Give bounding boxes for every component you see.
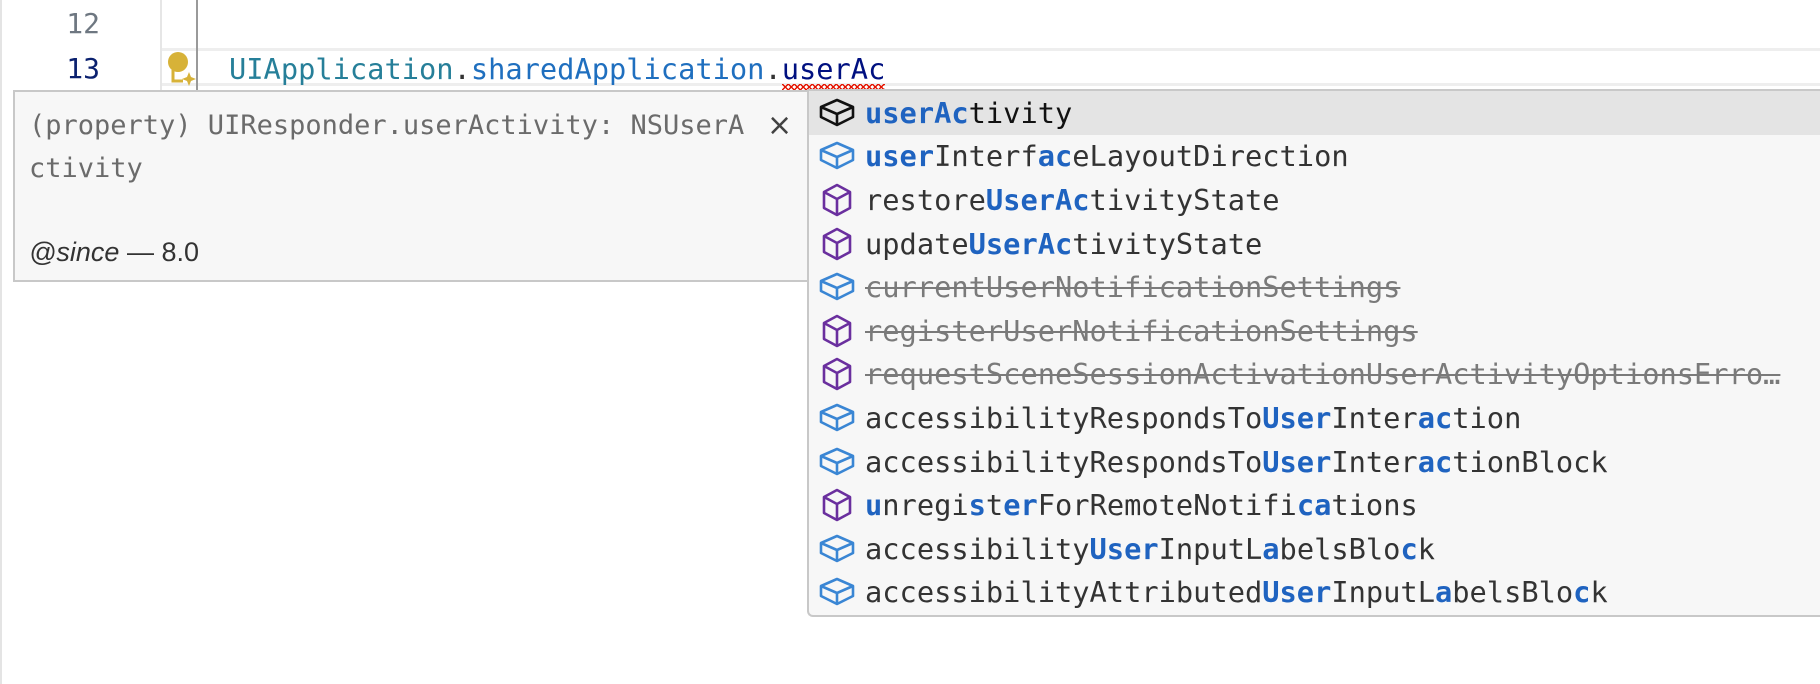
property-box-icon [819,578,855,606]
line-number-current: 13 [66,52,100,85]
suggestion-item[interactable]: accessibilityRespondsToUserInteractionBl… [809,440,1820,484]
property-box-icon [819,142,855,170]
property-box-icon [819,272,855,301]
property-box-icon [819,534,855,563]
suggestion-item[interactable]: requestSceneSessionActivationUserActivit… [809,353,1820,397]
since-version: 8.0 [161,237,200,267]
suggestion-label: currentUserNotificationSettings [865,270,1401,305]
indent-guide [196,0,198,90]
lightbulb-sparkle-icon[interactable] [164,50,198,88]
suggestion-item[interactable]: userInterfaceLayoutDirection [809,135,1820,179]
suggestion-label: accessibilityRespondsToUserInteractionBl… [865,444,1608,479]
suggestion-item[interactable]: registerUserNotificationSettings [809,309,1820,353]
property-box-icon [819,447,855,475]
hover-since-tag: @since — 8.0 [29,232,199,272]
gutter-divider [160,0,162,90]
suggestion-label: requestSceneSessionActivationUserActivit… [865,357,1781,392]
suggestion-label: userActivity [865,95,1073,130]
suggestion-label: accessibilityAttributedUserInputLabelsBl… [865,575,1608,610]
since-tag-label: @since [29,237,120,267]
code-token-type: UIApplication [229,52,454,86]
code-token-dot: . [764,52,782,86]
suggestion-label: accessibilityUserInputLabelsBlock [865,531,1436,566]
method-cube-icon [822,488,852,522]
error-squiggle [781,84,886,90]
hover-documentation-card: (property) UIResponder.userActivity: NSU… [13,90,809,282]
suggestion-item[interactable]: currentUserNotificationSettings [809,265,1820,309]
code-line-13[interactable]: UIApplication.sharedApplication.userAc [229,49,886,90]
suggestion-label: restoreUserActivityState [865,182,1280,217]
suggestion-item[interactable]: unregisterForRemoteNotifications [809,483,1820,527]
property-box-icon [819,98,855,127]
code-token-dot: . [453,52,471,86]
current-line-highlight [162,48,1820,86]
suggestion-label: registerUserNotificationSettings [865,313,1418,348]
suggestion-item[interactable]: accessibilityUserInputLabelsBlock [809,527,1820,571]
method-cube-icon [822,227,852,260]
suggestion-item[interactable]: userActivity [809,91,1820,135]
suggestion-list[interactable]: userActivity userInterfaceLayoutDirection… [807,89,1820,617]
close-icon[interactable]: × [767,108,793,143]
method-cube-icon [822,314,852,348]
suggestion-item[interactable]: restoreUserActivityState [809,178,1820,222]
code-token-property: sharedApplication [470,52,765,86]
method-cube-icon [822,358,852,391]
suggestion-label: accessibilityRespondsToUserInteraction [865,400,1522,435]
line-number: 12 [66,7,100,40]
since-separator: — [119,237,162,267]
hover-signature: (property) UIResponder.userActivity: NSU… [29,110,745,184]
suggestion-item[interactable]: accessibilityAttributedUserInputLabelsBl… [809,571,1820,615]
code-token-typed: userAc [781,52,886,90]
suggestion-item[interactable]: updateUserActivityState [809,222,1820,266]
property-box-icon [819,403,855,432]
suggestion-label: userInterfaceLayoutDirection [865,139,1349,174]
suggestion-label: updateUserActivityState [865,226,1263,261]
editor-left-border [0,0,2,684]
method-cube-icon [822,183,852,217]
typed-text: userAc [781,52,886,86]
suggestion-item[interactable]: accessibilityRespondsToUserInteraction [809,396,1820,440]
suggestion-label: unregisterForRemoteNotifications [865,488,1418,523]
